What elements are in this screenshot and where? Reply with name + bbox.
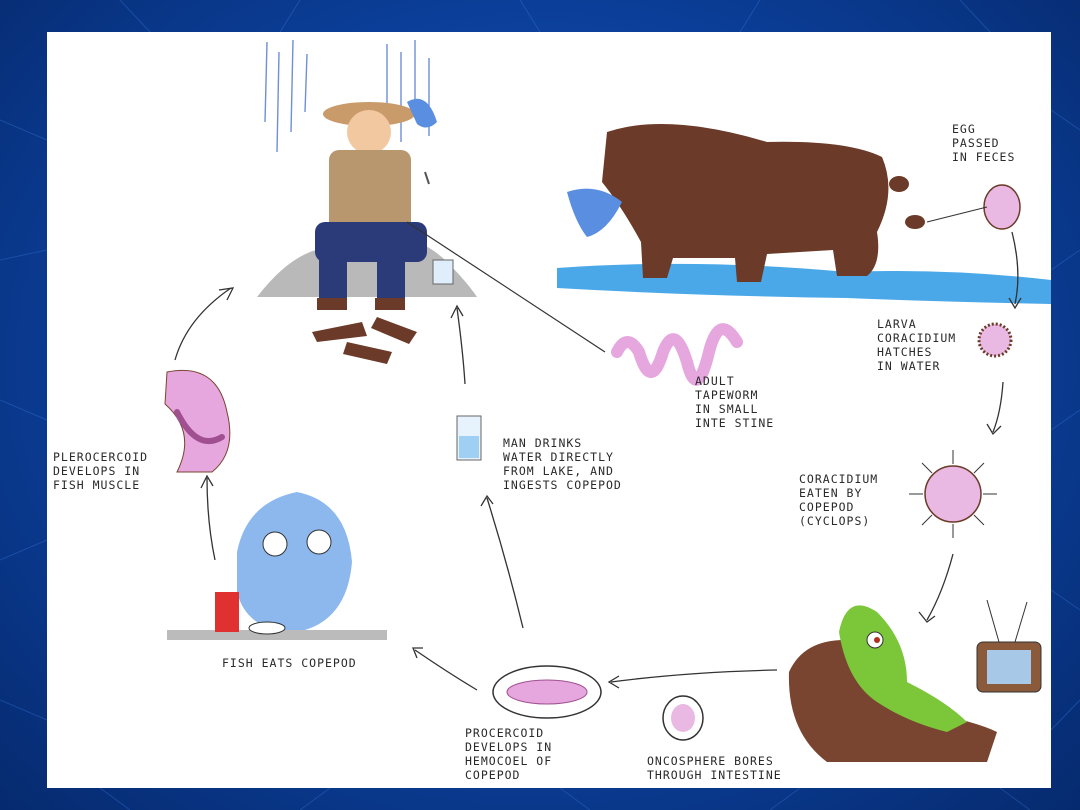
life-cycle-illustration xyxy=(164,39,1051,762)
bear-feces xyxy=(889,176,925,229)
fish-muscle xyxy=(164,369,231,473)
fishing-line xyxy=(406,221,606,353)
larva-coracidium xyxy=(977,322,1013,358)
bear xyxy=(602,124,889,282)
coracidium-ciliated xyxy=(924,465,982,523)
campfire xyxy=(312,317,417,364)
red-cup xyxy=(215,592,239,632)
television xyxy=(976,599,1042,693)
table xyxy=(167,630,387,640)
cycle-arrows xyxy=(174,231,1022,691)
rain-lines xyxy=(264,39,430,153)
egg xyxy=(983,184,1021,230)
adult-tapeworm xyxy=(611,323,743,386)
cilia xyxy=(909,450,997,538)
water xyxy=(557,263,1051,304)
label-fish-eats-copepod: FISH EATS COPEPOD xyxy=(222,656,357,670)
fisherman xyxy=(315,98,454,310)
bear-fish xyxy=(567,188,622,237)
fish-character xyxy=(237,492,352,632)
